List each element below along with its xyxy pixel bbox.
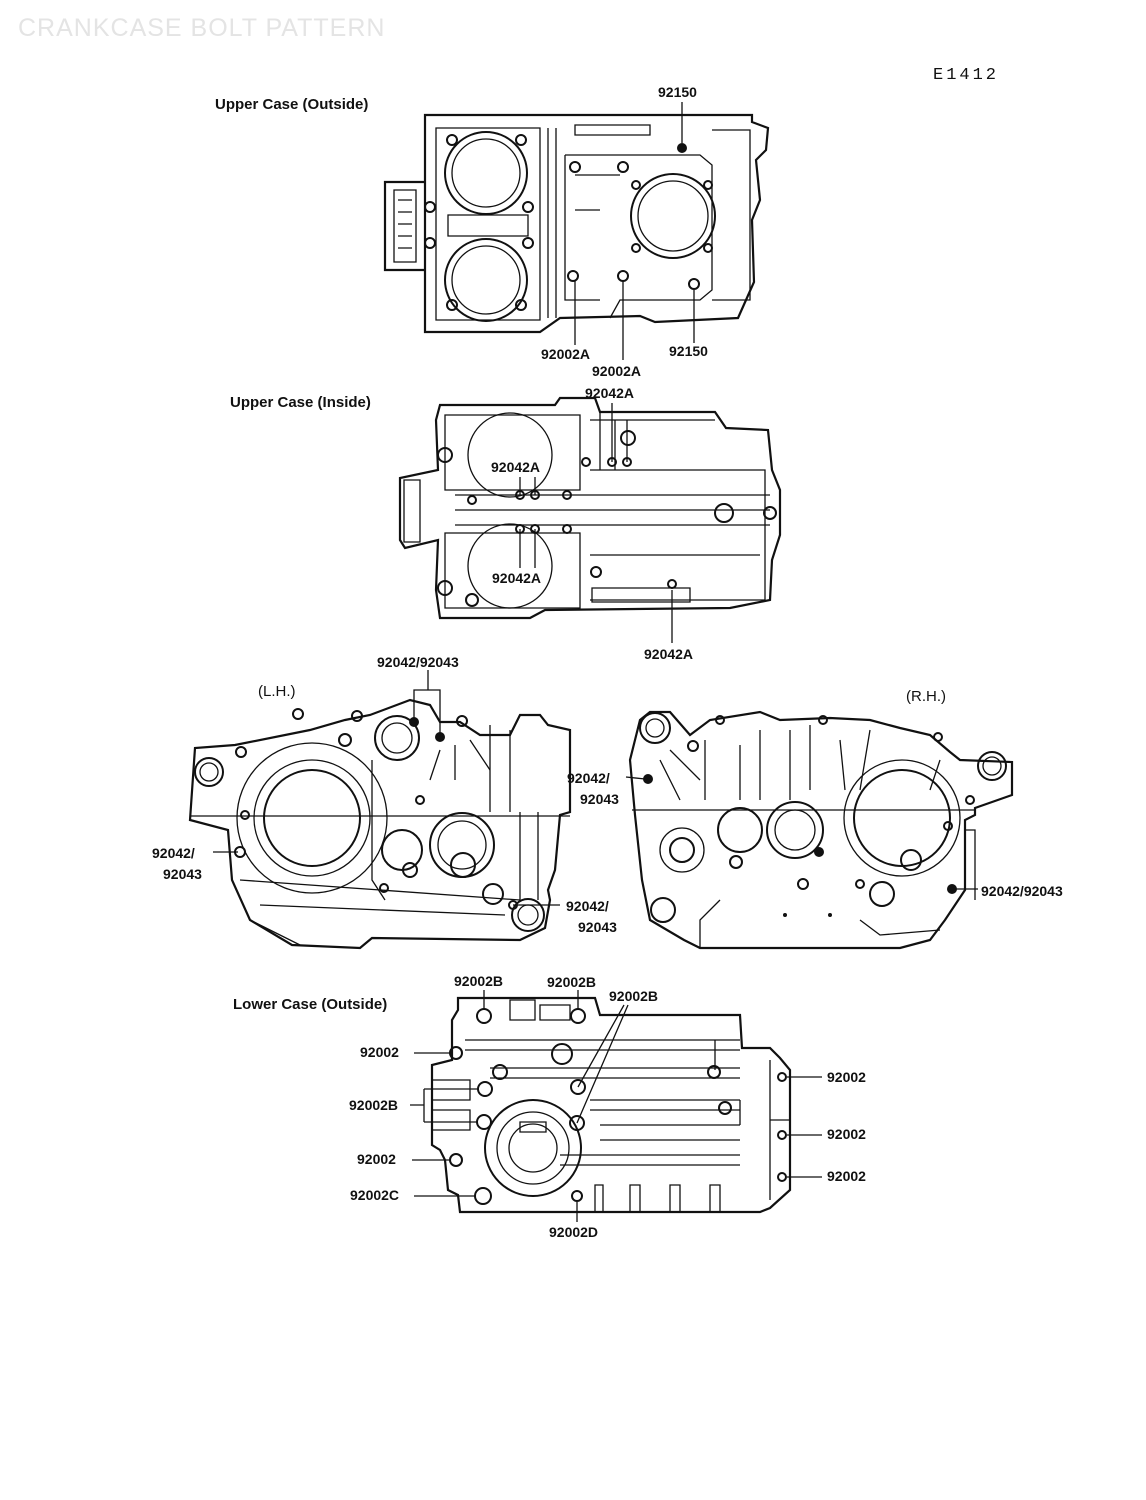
callout-upper-outside-92002A-mid: 92002A	[592, 363, 642, 379]
callout-upper-inside-92042A-top: 92042A	[585, 385, 635, 401]
right-hand-case-drawing	[628, 710, 1014, 950]
callout-upper-outside-92150-top: 92150	[658, 84, 697, 100]
callout-lower-92002-right-1: 92002	[827, 1069, 866, 1085]
callout-lower-92002D: 92002D	[549, 1224, 599, 1240]
callout-lower-92002-right-2: 92002	[827, 1126, 866, 1142]
lower-case-outside-drawing	[430, 996, 792, 1214]
upper-case-outside-drawing	[383, 113, 770, 334]
upper-case-inside-drawing	[398, 396, 782, 620]
callout-lh-92042-92043-top: 92042/92043	[377, 654, 459, 670]
callout-lower-92002-left-2: 92002	[357, 1151, 396, 1167]
callout-lower-92002C: 92002C	[350, 1187, 400, 1203]
left-hand-case-drawing	[188, 698, 572, 950]
callout-lower-92002B-left: 92002B	[349, 1097, 399, 1113]
section-upper-case-outside: Upper Case (Outside)	[215, 96, 369, 113]
callout-lower-92002-right-3: 92002	[827, 1168, 866, 1184]
callout-leader-lines	[213, 102, 978, 1222]
callout-rh-92042-left-line1: 92042/	[567, 770, 610, 786]
callout-upper-outside-92150-right: 92150	[669, 343, 708, 359]
callout-lh-92043-bottom-line2: 92043	[578, 919, 617, 935]
diagram-title-watermark: CRANKCASE BOLT PATTERN	[18, 14, 386, 42]
callout-lower-92002-left-1: 92002	[360, 1044, 399, 1060]
callout-lh-92042-bottom-line1: 92042/	[566, 898, 609, 914]
section-upper-case-inside: Upper Case (Inside)	[230, 394, 371, 411]
callout-lower-92002B-1: 92002B	[454, 973, 504, 989]
section-lower-case-outside: Lower Case (Outside)	[233, 996, 388, 1013]
callout-lower-92002B-2: 92002B	[547, 974, 597, 990]
section-right-hand: (R.H.)	[906, 688, 946, 705]
callout-lh-92042-left-line1: 92042/	[152, 845, 195, 861]
callout-rh-92043-left-line2: 92043	[580, 791, 619, 807]
diagram-code: E1412	[933, 66, 1000, 85]
callout-lower-92002B-3: 92002B	[609, 988, 659, 1004]
section-left-hand: (L.H.)	[258, 683, 296, 700]
callout-upper-inside-92042A-bottom: 92042A	[644, 646, 694, 662]
callout-upper-outside-92002A-left: 92002A	[541, 346, 591, 362]
callout-lh-92043-left-line2: 92043	[163, 866, 202, 882]
callout-rh-92042-92043-right: 92042/92043	[981, 883, 1063, 899]
callout-upper-inside-92042A-lower: 92042A	[492, 570, 542, 586]
callout-upper-inside-92042A-upper: 92042A	[491, 459, 541, 475]
